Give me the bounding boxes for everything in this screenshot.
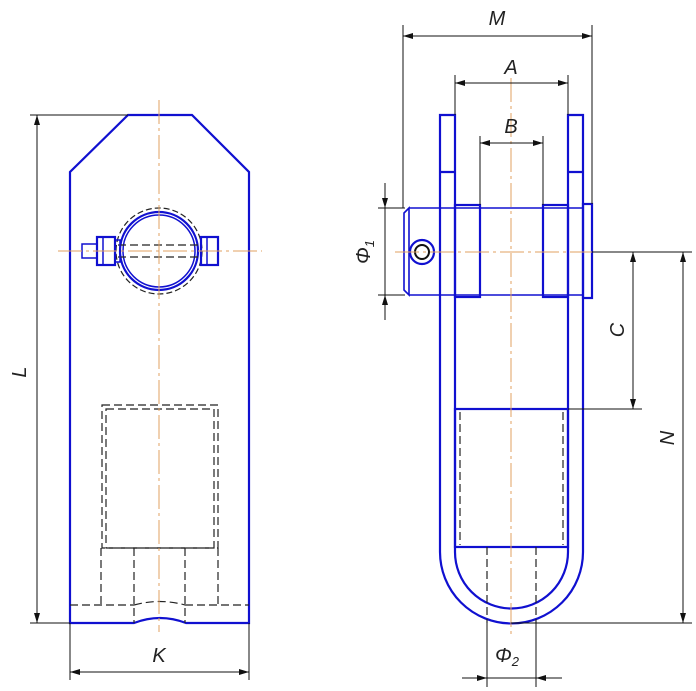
dimension-B: B <box>479 116 544 205</box>
dimension-label-L: L <box>9 366 31 377</box>
dimension-label-M: M <box>489 8 506 30</box>
front-hidden-lines <box>70 404 249 623</box>
front-view: L K <box>9 100 262 680</box>
side-centerlines <box>395 78 600 636</box>
dimension-M: M <box>402 8 593 208</box>
dimension-N: N <box>511 252 692 624</box>
pin <box>403 202 594 300</box>
dimension-label-phi2: Φ2 <box>495 645 520 669</box>
dimension-K: K <box>69 623 250 680</box>
dimension-label-A: A <box>503 57 517 79</box>
shackle-body <box>438 113 585 625</box>
dimension-C: C <box>568 251 692 410</box>
dimension-L: L <box>9 114 128 624</box>
dimension-phi2: Φ2 <box>462 623 562 687</box>
dimension-label-phi1: Φ1 <box>353 240 377 264</box>
dimension-phi1: Φ1 <box>353 183 405 320</box>
dimension-label-B: B <box>504 116 517 138</box>
dimension-label-C: C <box>607 322 629 337</box>
front-outline <box>68 113 251 625</box>
dimension-A: A <box>454 57 569 115</box>
dimension-label-K: K <box>152 645 167 667</box>
front-centerlines <box>58 100 262 632</box>
side-view: M A B Φ1 C N <box>353 8 692 687</box>
dimension-label-N: N <box>657 430 679 445</box>
